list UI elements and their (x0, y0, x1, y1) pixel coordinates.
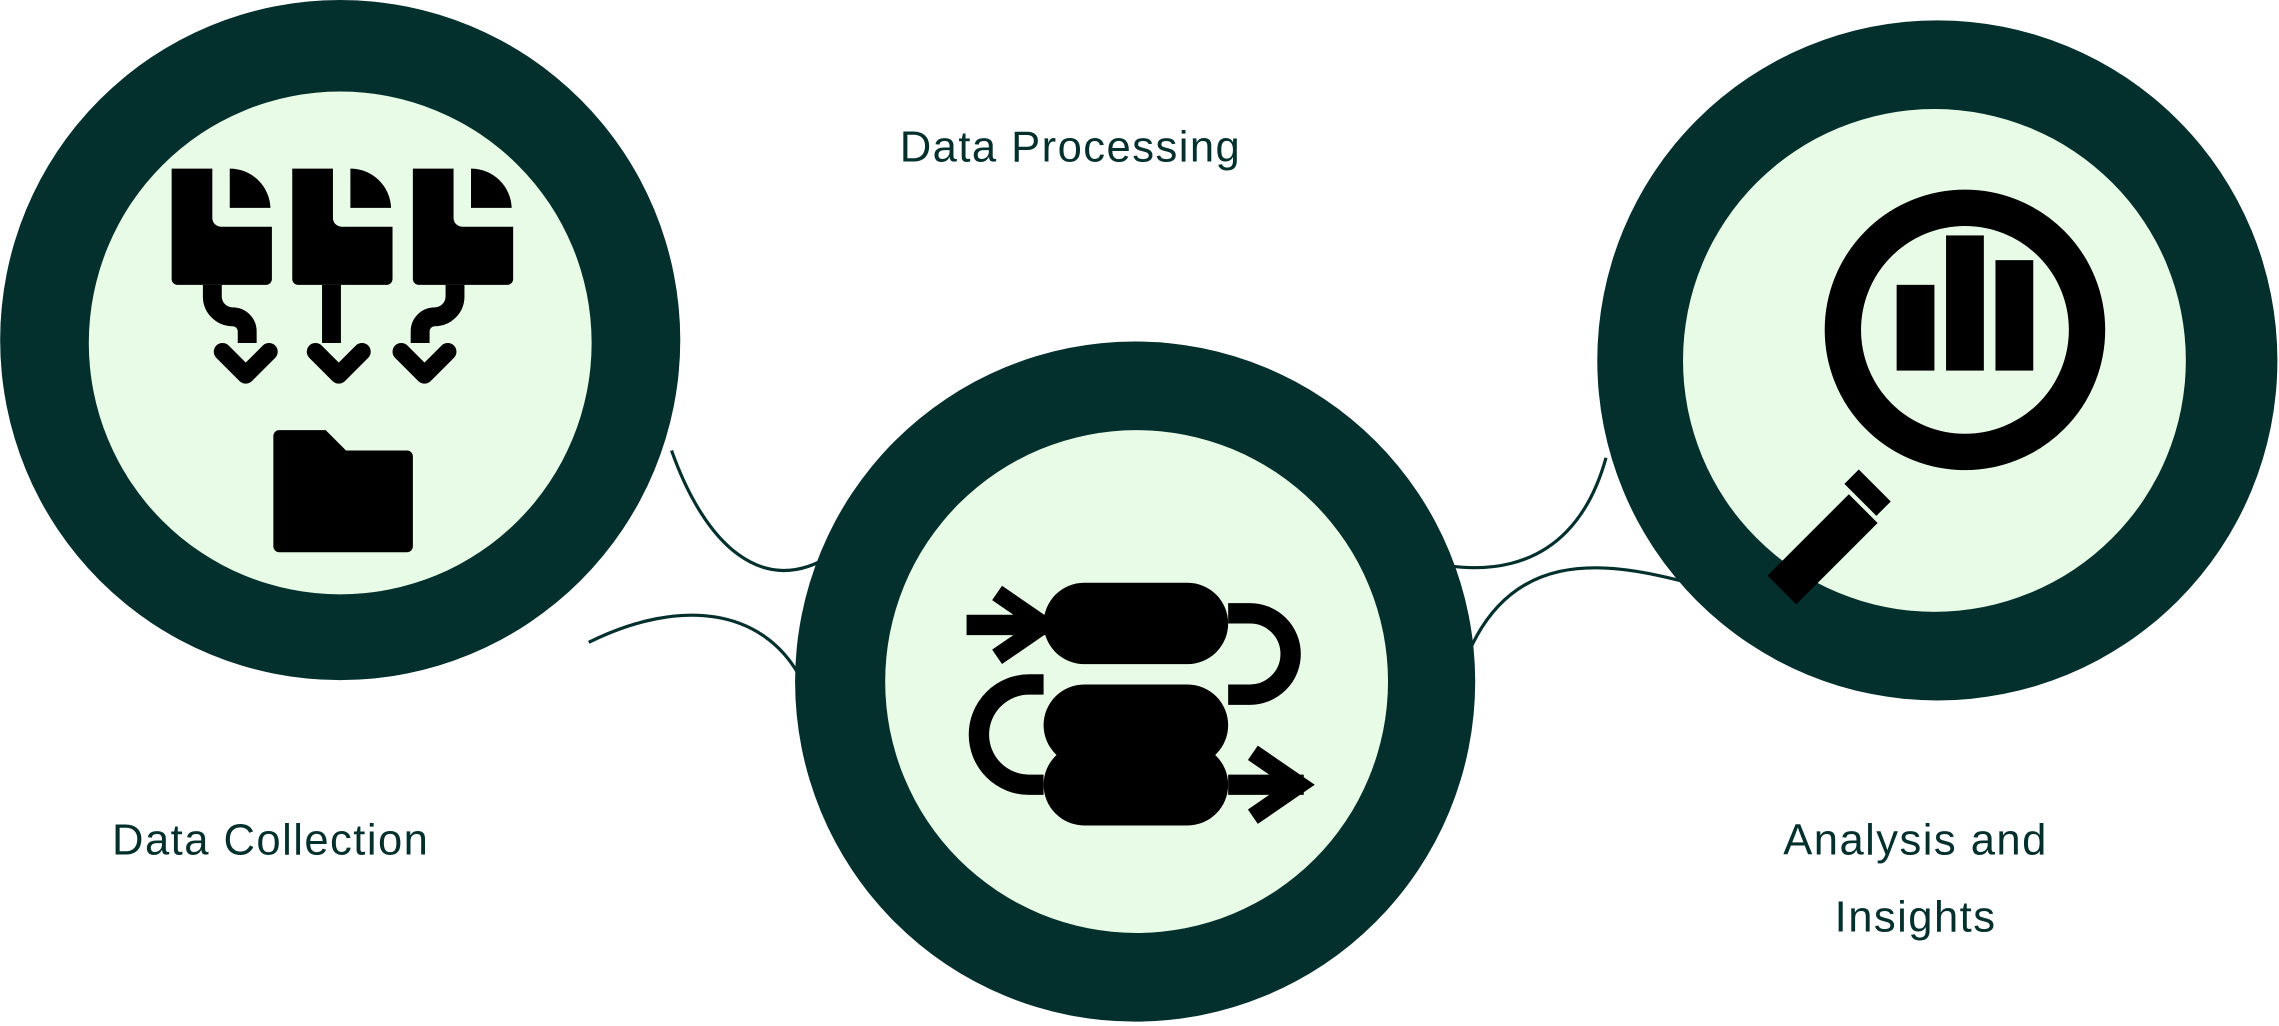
connector-2-3-lower (1466, 566, 1684, 655)
label-data-processing: Data Processing (900, 123, 1242, 171)
connector-1-2-lower (588, 613, 801, 677)
step-data-processing (795, 341, 1476, 1022)
inner-circle (885, 430, 1389, 933)
inner-circle (1683, 108, 2186, 612)
connector-1-2-upper (670, 449, 833, 573)
step-data-collection (0, 0, 681, 681)
label-data-collection: Data Collection (112, 817, 429, 865)
pipeline-flow-icon (966, 582, 1315, 826)
magnifier-chart-icon (1767, 189, 2106, 605)
label-analysis-line1: Analysis and (1783, 817, 2048, 865)
label-analysis-line2: Insights (1835, 894, 1997, 942)
files-to-folder-icon (171, 168, 514, 553)
step-analysis-insights (1597, 20, 2278, 701)
